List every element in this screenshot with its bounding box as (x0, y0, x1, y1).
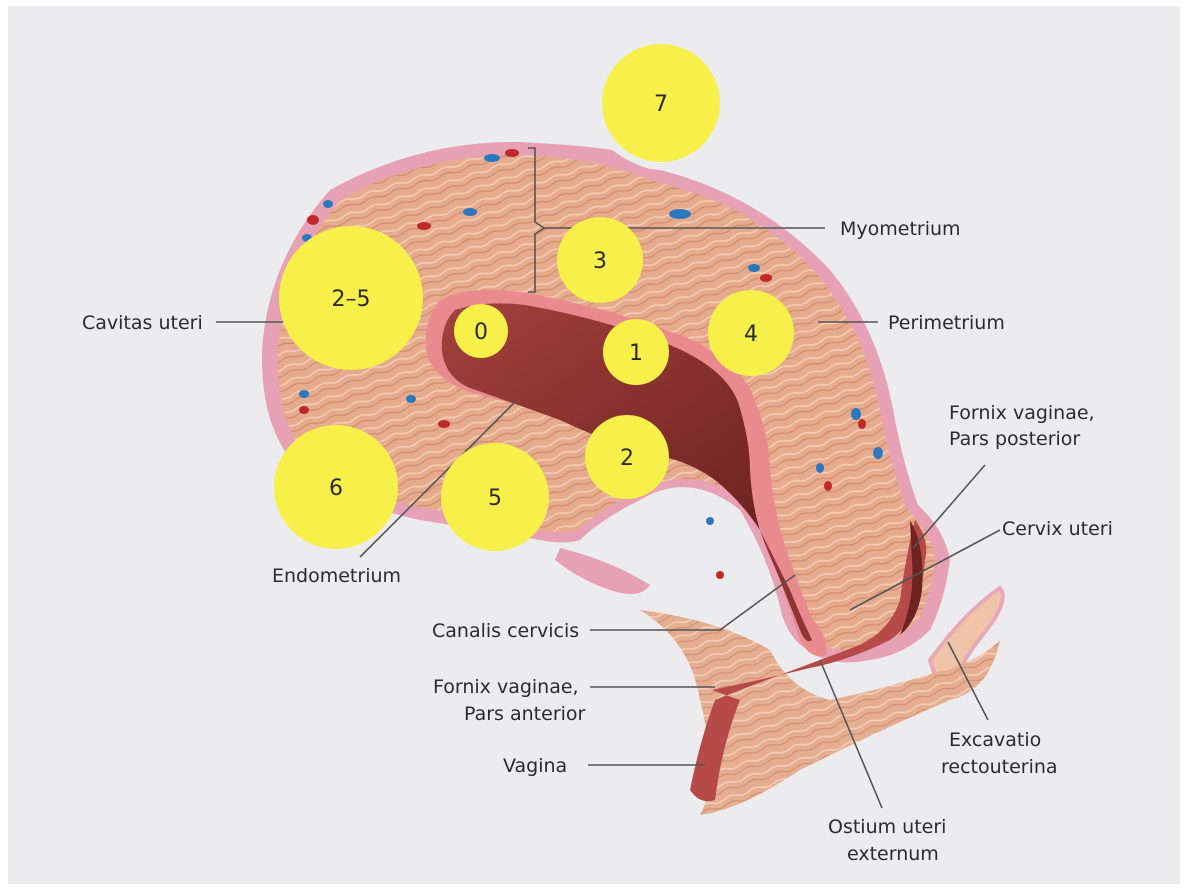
label-ostium-line1: Ostium uteri (828, 816, 946, 838)
label-fornix-anterior-line2: Pars anterior (464, 703, 586, 725)
marker-1: 1 (629, 341, 643, 366)
label-myometrium: Myometrium (840, 218, 961, 240)
marker-7: 7 (654, 92, 668, 117)
label-ostium-line2: externum (847, 843, 939, 865)
marker-3: 3 (593, 249, 607, 274)
label-vagina: Vagina (503, 755, 567, 777)
label-endometrium: Endometrium (272, 565, 401, 587)
label-cavitas-uteri: Cavitas uteri (82, 312, 203, 334)
marker-4: 4 (744, 322, 758, 347)
label-fornix-anterior-line1: Fornix vaginae, (433, 676, 579, 698)
marker-5: 5 (488, 486, 502, 511)
label-excavatio-line1: Excavatio (949, 729, 1041, 751)
marker-6: 6 (329, 476, 343, 501)
label-fornix-posterior-line2: Pars posterior (949, 428, 1080, 450)
marker-0: 0 (474, 320, 488, 345)
label-excavatio-line2: rectouterina (941, 756, 1058, 778)
marker-2-5: 2–5 (332, 287, 371, 312)
marker-2: 2 (620, 446, 634, 471)
anterior-fold (555, 548, 650, 594)
label-canalis-cervicis: Canalis cervicis (432, 620, 579, 642)
label-fornix-posterior-line1: Fornix vaginae, (949, 402, 1095, 424)
label-cervix-uteri: Cervix uteri (1002, 518, 1113, 540)
label-perimetrium: Perimetrium (888, 312, 1005, 334)
fornix-posterior-leader (913, 465, 985, 548)
